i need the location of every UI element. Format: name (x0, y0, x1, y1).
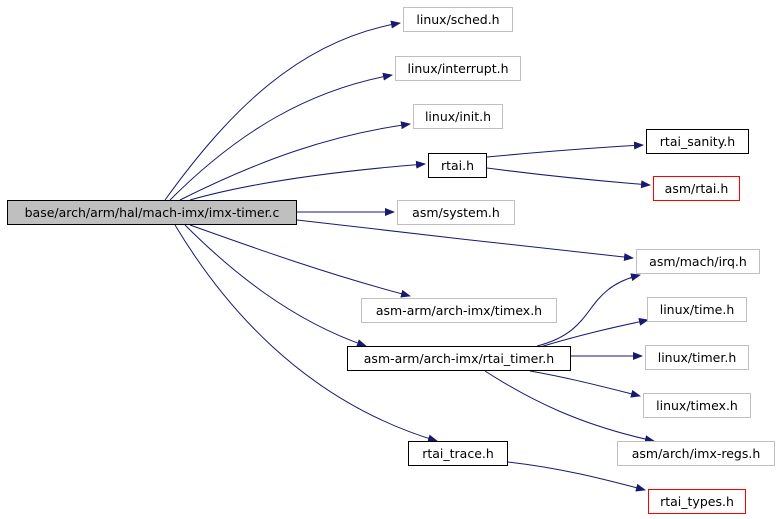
node-linux-timer[interactable]: linux/timer.h (645, 345, 749, 370)
edge-root-linux-sched (164, 20, 401, 201)
edge-root-asm-arm-timex (189, 224, 411, 298)
edge-root-rtai (189, 160, 426, 201)
node-linux-time[interactable]: linux/time.h (647, 297, 747, 322)
node-asm-arm-timex[interactable]: asm-arm/arch-imx/timex.h (361, 298, 557, 323)
node-rtai-trace[interactable]: rtai_trace.h (408, 441, 508, 466)
node-asm-mach-irq[interactable]: asm/mach/irq.h (636, 249, 760, 274)
edge-rtai-timer-linux-time (539, 317, 649, 348)
edge-root-asm-mach-irq (296, 219, 634, 262)
edge-root-linux-interrupt (169, 72, 393, 201)
node-rtai[interactable]: rtai.h (428, 153, 487, 178)
node-linux-sched[interactable]: linux/sched.h (403, 7, 513, 32)
node-rtai-sanity[interactable]: rtai_sanity.h (646, 129, 749, 154)
node-asm-system[interactable]: asm/system.h (397, 200, 515, 225)
node-imx-timer-c[interactable]: base/arch/arm/hal/mach-imx/imx-timer.c (7, 200, 297, 225)
node-asm-rtai[interactable]: asm/rtai.h (653, 176, 740, 201)
edge-root-linux-init (179, 121, 411, 201)
edge-rtai-trace-rtai-types (507, 461, 646, 492)
node-linux-interrupt[interactable]: linux/interrupt.h (395, 56, 521, 81)
edge-rtai-rtai-sanity (486, 141, 644, 158)
node-rtai-timer[interactable]: asm-arm/arch-imx/rtai_timer.h (347, 346, 571, 371)
edge-rtai-timer-linux-timex (529, 370, 641, 398)
node-linux-timex[interactable]: linux/timex.h (643, 393, 751, 418)
edge-rtai-asm-rtai (486, 167, 651, 189)
edge-rtai-timer-asm-mach-irq (536, 273, 641, 347)
node-asm-arch-imx-regs[interactable]: asm/arch/imx-regs.h (617, 441, 775, 466)
edge-root-rtai-timer (184, 224, 367, 347)
edge-root-rtai-trace (174, 224, 438, 443)
node-linux-init[interactable]: linux/init.h (413, 104, 503, 129)
node-rtai-types[interactable]: rtai_types.h (648, 489, 746, 514)
edge-rtai-timer-imx-regs (484, 370, 655, 444)
